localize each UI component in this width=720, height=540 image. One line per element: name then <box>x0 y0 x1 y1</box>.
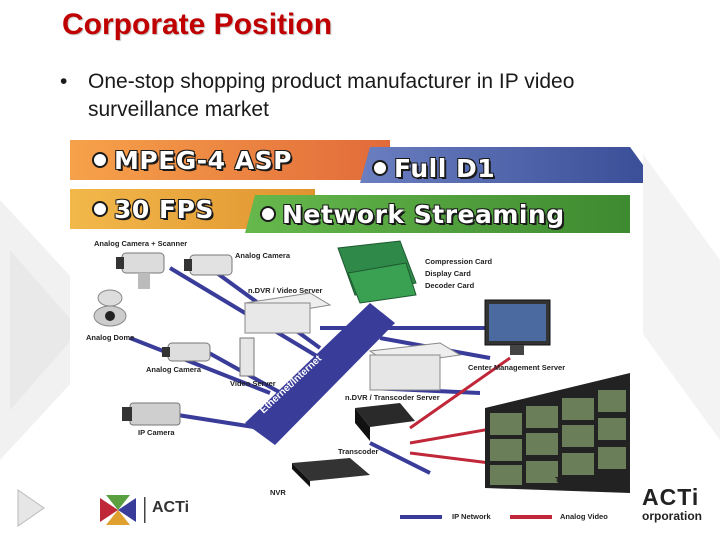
acti-logo-text: ACTi <box>152 499 189 517</box>
ndvr-transcoder-device <box>370 343 460 390</box>
legend-ip-network-swatch <box>400 515 442 519</box>
banner-bullet-icon <box>92 201 108 217</box>
banner-bullet-icon <box>92 152 108 168</box>
product-diagram: MPEG-4 ASP Full D1 30 FPS Network Stream… <box>70 123 643 540</box>
play-icon <box>14 488 48 528</box>
label-analog-dome: Analog Dome <box>86 333 134 342</box>
label-video-server: Video Server <box>230 379 276 388</box>
corner-logo-name: ACTi <box>642 484 720 511</box>
legend-ip-network-label: IP Network <box>452 512 491 521</box>
legend-analog-video-swatch <box>510 515 552 519</box>
banner-full-d1: Full D1 <box>372 151 495 185</box>
label-analog-camera-mid: Analog Camera <box>146 365 201 374</box>
label-nvr: NVR <box>270 488 286 497</box>
banner-mpeg4: MPEG-4 ASP <box>92 143 292 177</box>
label-ip-camera: IP Camera <box>138 428 175 437</box>
label-transcoder: Transcoder <box>338 447 378 456</box>
label-tv-wall: TV Wall <box>555 475 582 484</box>
label-analog-camera-scanner: Analog Camera + Scanner <box>94 239 187 248</box>
banner-bullet-icon <box>372 160 388 176</box>
analog-camera-scanner-device <box>116 253 164 289</box>
center-management-monitor <box>485 300 550 355</box>
video-server-device <box>240 338 254 376</box>
banner-full-d1-text: Full D1 <box>394 154 495 183</box>
transcoder-device <box>355 403 415 441</box>
analog-camera-mid-device <box>162 343 210 361</box>
banner-network-streaming-text: Network Streaming <box>282 200 565 229</box>
ndvr-video-server-device <box>245 293 330 333</box>
banner-30fps: 30 FPS <box>92 192 214 226</box>
label-display-card: Display Card <box>425 269 471 278</box>
label-analog-camera-top: Analog Camera <box>235 251 290 260</box>
banner-bullet-icon <box>260 206 276 222</box>
banner-30fps-text: 30 FPS <box>114 195 214 224</box>
nvr-device <box>292 458 370 487</box>
label-ndvr-transcoder-server: n.DVR / Transcoder Server <box>345 393 440 402</box>
banner-mpeg4-text: MPEG-4 ASP <box>114 146 292 175</box>
bullet-marker: • <box>60 68 67 96</box>
ip-camera-device <box>122 403 180 425</box>
label-center-management-server: Center Management Server <box>468 363 565 372</box>
banner-network-streaming: Network Streaming <box>260 197 565 231</box>
compression-card-device <box>338 241 416 303</box>
slide-title: Corporate Position <box>62 8 332 42</box>
legend-analog-video-label: Analog Video <box>560 512 608 521</box>
label-ndvr-video-server: n.DVR / Video Server <box>248 286 322 295</box>
corner-logo-subtitle: orporation <box>642 509 720 523</box>
corner-company-logo: ACTi orporation <box>642 484 720 540</box>
label-compression-card: Compression Card <box>425 257 492 266</box>
label-decoder-card: Decoder Card <box>425 281 474 290</box>
acti-logo-mark <box>100 495 146 525</box>
analog-camera-top-device <box>184 255 232 275</box>
bullet-text: One-stop shopping product manufacturer i… <box>88 68 668 124</box>
analog-dome-device <box>94 290 126 326</box>
